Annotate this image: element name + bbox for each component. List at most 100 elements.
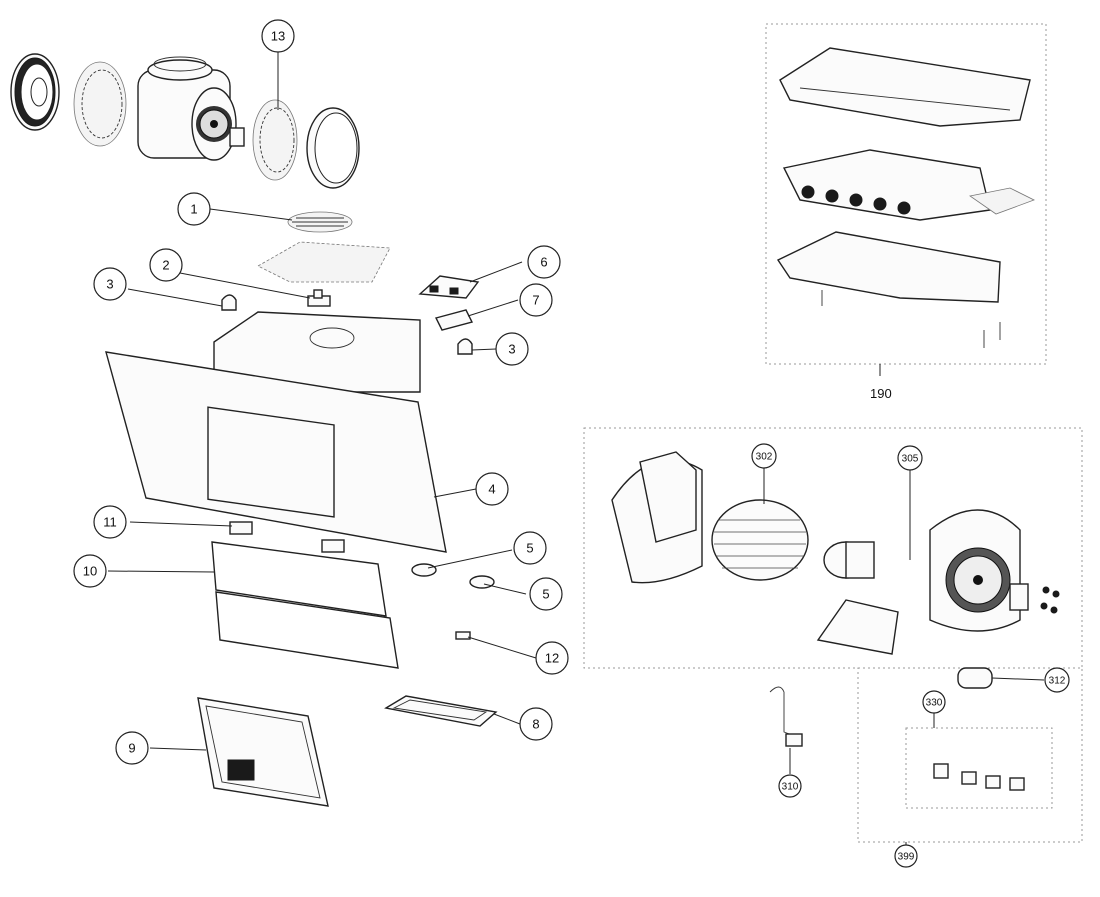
callout-310: 310 — [778, 774, 802, 798]
group-label-190: 190 — [870, 386, 892, 401]
glass-panel-part-4 — [105, 351, 447, 553]
callout-bubble — [529, 577, 563, 611]
callout-number: 5 — [542, 587, 549, 602]
clip-part-2 — [307, 289, 331, 307]
callout-number: 13 — [271, 29, 285, 44]
callout-5: 5 — [513, 531, 547, 565]
callout-number: 3 — [106, 277, 113, 292]
group-190-box — [765, 23, 1047, 365]
control-box-part-7 — [434, 309, 474, 331]
grease-filter-part-9 — [197, 697, 329, 807]
callout-8: 8 — [519, 707, 553, 741]
panel-part-10-lower — [215, 591, 399, 669]
callout-6: 6 — [527, 245, 561, 279]
bracket-part-3a — [221, 294, 237, 311]
cable-part — [769, 686, 803, 747]
callout-305: 305 — [897, 445, 923, 471]
callout-bubble — [93, 267, 127, 301]
fan-wheel-part — [711, 499, 809, 581]
callout-bubble — [149, 248, 183, 282]
top-plate-part — [257, 241, 391, 283]
pcb-board-part — [782, 149, 1036, 221]
callout-3: 3 — [495, 332, 529, 366]
callout-9: 9 — [115, 731, 149, 765]
callout-bubble — [897, 445, 923, 471]
callout-bubble — [751, 443, 777, 469]
callout-3: 3 — [93, 267, 127, 301]
callout-bubble — [115, 731, 149, 765]
callout-bubble — [73, 554, 107, 588]
callout-number: 5 — [526, 541, 533, 556]
callout-number: 2 — [162, 258, 169, 273]
callout-10: 10 — [73, 554, 107, 588]
callout-bubble — [527, 245, 561, 279]
leader-lines-left — [107, 50, 537, 751]
callout-bubble — [778, 774, 802, 798]
pcb-knobs — [801, 185, 911, 215]
bracket-part-3b — [457, 338, 473, 355]
callout-bubble — [495, 332, 529, 366]
callout-number: 302 — [756, 452, 773, 463]
fan-ring-part — [10, 53, 60, 131]
callout-bubble — [261, 19, 295, 53]
callout-number: 7 — [532, 293, 539, 308]
callout-bubble — [475, 472, 509, 506]
callout-bubble — [513, 531, 547, 565]
callout-number: 399 — [898, 852, 915, 863]
callout-11: 11 — [93, 505, 127, 539]
callout-4: 4 — [475, 472, 509, 506]
blower-housing-left-part — [611, 451, 703, 584]
callout-302: 302 — [751, 443, 777, 469]
switch-board-part-6 — [418, 275, 480, 299]
group-399-box-lower — [857, 667, 1083, 843]
leader-lines-right — [763, 468, 1045, 848]
connector-part-12 — [455, 631, 471, 640]
hinge-part-11 — [229, 521, 345, 553]
callout-number: 312 — [1049, 676, 1066, 687]
callout-13: 13 — [261, 19, 295, 53]
callout-number: 3 — [508, 342, 515, 357]
callout-bubble — [519, 283, 553, 317]
callout-number: 11 — [103, 515, 117, 530]
group-330-box — [905, 727, 1053, 809]
callout-bubble — [1044, 667, 1070, 693]
callout-number: 4 — [488, 482, 495, 497]
callout-number: 9 — [128, 741, 135, 756]
motor-part — [823, 541, 875, 579]
callout-bubble — [894, 844, 918, 868]
callout-number: 8 — [532, 717, 539, 732]
callout-number: 10 — [83, 564, 97, 579]
pcb-base-part — [776, 231, 1001, 303]
blower-housing-right-part — [929, 509, 1029, 632]
callout-number: 330 — [926, 698, 943, 709]
callout-bubble — [922, 690, 946, 714]
callout-330: 330 — [922, 690, 946, 714]
callout-bubble — [535, 641, 569, 675]
callout-number: 310 — [782, 782, 799, 793]
callout-12: 12 — [535, 641, 569, 675]
callout-7: 7 — [519, 283, 553, 317]
screws-part — [821, 290, 1001, 348]
lamp-part-5b — [469, 575, 495, 589]
callout-1: 1 — [177, 192, 211, 226]
callout-bubble — [93, 505, 127, 539]
callout-312: 312 — [1044, 667, 1070, 693]
filter-ring-part — [252, 99, 298, 181]
connectors-part — [933, 763, 1025, 791]
panel-part-10-upper — [211, 541, 387, 617]
callout-number: 12 — [545, 651, 559, 666]
motor-housing-part — [137, 56, 245, 161]
grill-part — [287, 211, 353, 233]
pcb-cover-part — [779, 47, 1031, 127]
callout-5: 5 — [529, 577, 563, 611]
nuts-part — [1040, 586, 1060, 614]
callout-bubble — [177, 192, 211, 226]
duct-cover-part — [816, 599, 899, 655]
carbon-filter-part-8 — [384, 695, 498, 727]
capacitor-part — [957, 667, 993, 689]
cover-disc-part — [306, 107, 360, 189]
callout-bubble — [519, 707, 553, 741]
callout-399: 399 — [894, 844, 918, 868]
